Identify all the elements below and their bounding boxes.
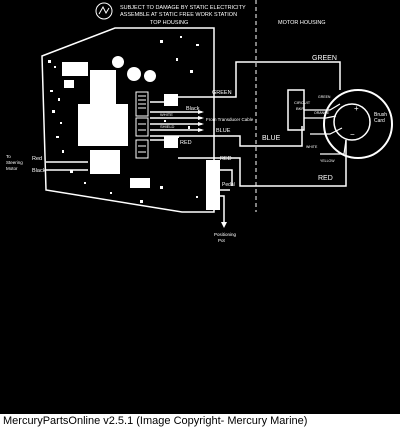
pot-arrow [221, 222, 227, 228]
label-black-left: Black [32, 168, 46, 174]
terminal-coils [135, 91, 149, 159]
label-pot: Pot [218, 238, 226, 243]
brush-card [333, 103, 371, 141]
svg-text:+: + [354, 104, 359, 113]
motor-housing-label: MOTOR HOUSING [278, 20, 326, 26]
label-yellow-small: YELLOW [320, 159, 335, 163]
board-dots [48, 36, 199, 203]
label-shield: SHIELD [160, 124, 175, 129]
label-from-transducer: From Transducer Cable [206, 117, 254, 122]
label-red-upper: RED [220, 156, 232, 162]
label-steering: Steering [6, 160, 23, 165]
label-red-board: RED [180, 140, 192, 146]
circuit-breaker-label-1: CIRCUIT [294, 100, 311, 105]
brush-card-label-2: Card [374, 118, 385, 124]
label-pedal: Pedal [222, 182, 235, 188]
label-blue-right: BLUE [262, 135, 281, 142]
connector-green [164, 94, 178, 106]
brush-card-label-1: Brush [374, 112, 387, 118]
connector-red [164, 136, 178, 148]
label-black: Black [186, 106, 200, 112]
label-to: To [6, 154, 11, 159]
pedal-connector [206, 160, 220, 210]
diagram-canvas: SUBJECT TO DAMAGE BY STATIC ELECTRICITY … [6, 0, 393, 243]
label-red-left: Red [32, 156, 42, 162]
static-warning-icon [95, 2, 113, 20]
warning-line-1: SUBJECT TO DAMAGE BY STATIC ELECTRICITY [120, 5, 246, 11]
label-orange-small: ORANGE [314, 111, 330, 115]
wiring-diagram: SUBJECT TO DAMAGE BY STATIC ELECTRICITY … [0, 0, 400, 414]
label-green-board: GREEN [212, 90, 232, 96]
label-green-top: GREEN [312, 55, 337, 62]
label-white-small: WHITE [306, 145, 318, 149]
label-white: WHITE [160, 112, 173, 117]
wires [46, 61, 347, 222]
board-components [62, 56, 156, 188]
image-caption: MercuryPartsOnline v2.5.1 (Image Copyrig… [0, 414, 400, 429]
motor-housing [323, 89, 393, 159]
label-red-lower: RED [318, 175, 333, 182]
circuit-breaker-label-2: BKR [296, 106, 304, 111]
label-green-small: GREEN [318, 95, 331, 99]
label-positioning: Positioning [214, 232, 237, 237]
warning-line-2: ASSEMBLE AT STATIC FREE WORK STATION [120, 12, 237, 18]
label-motor: Motor [6, 166, 18, 171]
top-housing-label: TOP HOUSING [150, 20, 188, 26]
label-blue-board: BLUE [216, 128, 231, 134]
svg-text:−: − [350, 130, 355, 139]
